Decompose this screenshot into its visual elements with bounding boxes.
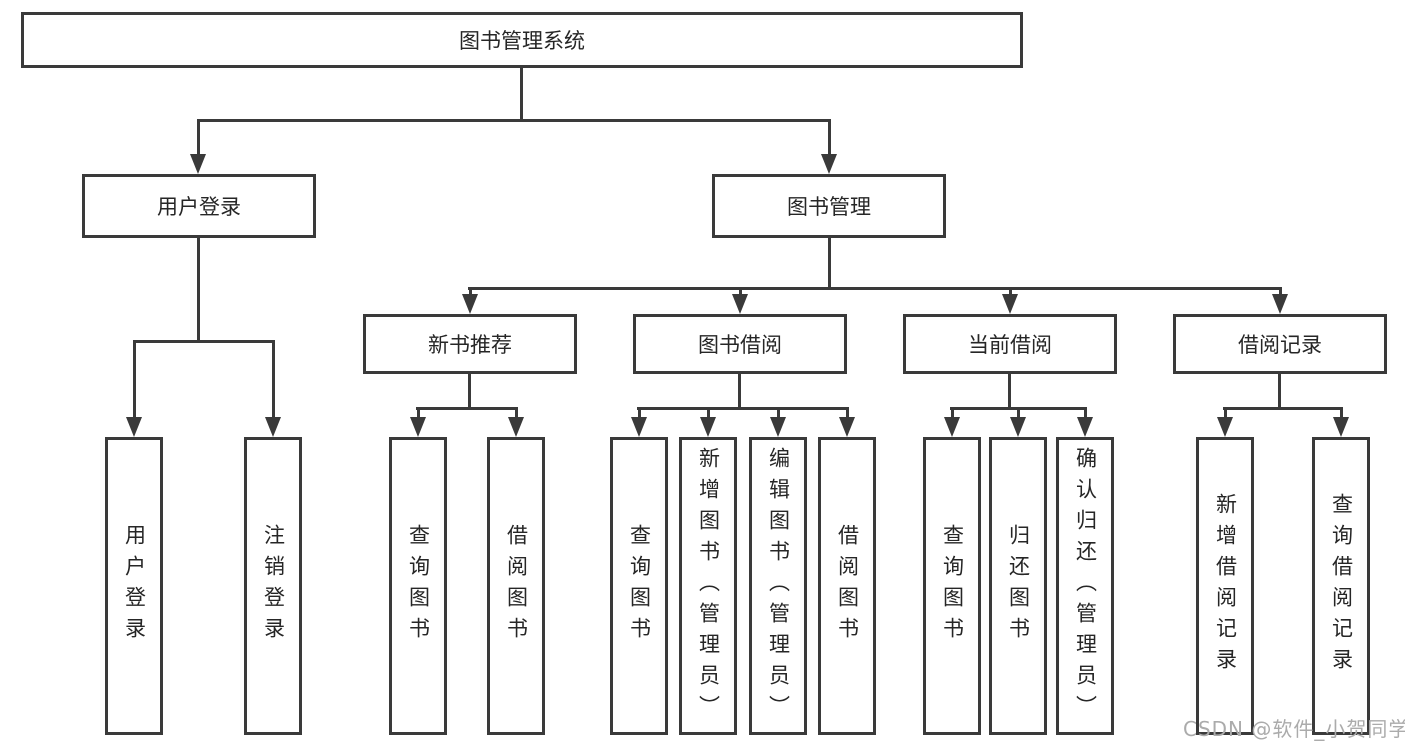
node-book-management-label: 图书管理 xyxy=(787,195,871,219)
arrowhead-icon xyxy=(631,417,647,437)
leaf-borrow-edit-books-admin: 编辑图书（管理员） xyxy=(749,437,807,735)
connector-line xyxy=(1340,407,1343,419)
arrowhead-icon xyxy=(462,294,478,314)
leaf-logout: 注销登录 xyxy=(244,437,302,735)
leaf-current-query-books: 查询图书 xyxy=(923,437,981,735)
node-user-login: 用户登录 xyxy=(82,174,316,238)
arrowhead-icon xyxy=(190,154,206,174)
connector-line xyxy=(1278,374,1281,409)
leaf-recommend-borrow-books-label: 借阅图书 xyxy=(504,524,529,648)
node-new-book-recommend: 新书推荐 xyxy=(363,314,577,374)
csdn-watermark: CSDN @软件_小贺同学 xyxy=(1183,717,1405,741)
node-current-borrow: 当前借阅 xyxy=(903,314,1117,374)
leaf-recommend-query-books-label: 查询图书 xyxy=(406,524,431,648)
arrowhead-icon xyxy=(944,417,960,437)
connector-line xyxy=(1279,287,1282,298)
connector-line xyxy=(951,407,954,419)
leaf-recommend-query-books: 查询图书 xyxy=(389,437,447,735)
connector-line xyxy=(1224,407,1227,419)
leaf-records-query-record: 查询借阅记录 xyxy=(1312,437,1370,735)
connector-line xyxy=(197,119,831,122)
leaf-current-return-books-label: 归还图书 xyxy=(1006,524,1031,648)
connector-line xyxy=(846,407,849,419)
arrowhead-icon xyxy=(1002,294,1018,314)
leaf-borrow-add-books-admin-label: 新增图书（管理员） xyxy=(696,446,721,726)
connector-line xyxy=(468,287,1282,290)
arrowhead-icon xyxy=(1217,417,1233,437)
arrowhead-icon xyxy=(1333,417,1349,437)
connector-line xyxy=(777,407,780,419)
leaf-current-return-books: 归还图书 xyxy=(989,437,1047,735)
node-current-borrow-label: 当前借阅 xyxy=(968,333,1052,357)
connector-line xyxy=(469,287,472,298)
arrowhead-icon xyxy=(1010,417,1026,437)
connector-line xyxy=(1084,407,1087,419)
leaf-current-confirm-return-admin: 确认归还（管理员） xyxy=(1056,437,1114,735)
arrowhead-icon xyxy=(821,154,837,174)
arrowhead-icon xyxy=(770,417,786,437)
connector-line xyxy=(133,340,136,419)
node-root-system: 图书管理系统 xyxy=(21,12,1023,68)
leaf-current-query-books-label: 查询图书 xyxy=(940,524,965,648)
connector-line xyxy=(828,238,831,289)
leaf-user-login-label: 用户登录 xyxy=(122,524,147,648)
leaf-borrow-borrow-books: 借阅图书 xyxy=(818,437,876,735)
leaf-borrow-edit-books-admin-label: 编辑图书（管理员） xyxy=(766,446,791,726)
connector-line xyxy=(738,374,741,409)
leaf-recommend-borrow-books: 借阅图书 xyxy=(487,437,545,735)
connector-line xyxy=(828,119,831,155)
connector-line xyxy=(515,407,518,419)
leaf-logout-label: 注销登录 xyxy=(261,524,286,648)
connector-line xyxy=(416,407,518,410)
connector-line xyxy=(133,340,275,343)
arrowhead-icon xyxy=(1272,294,1288,314)
leaf-records-query-record-label: 查询借阅记录 xyxy=(1329,493,1354,679)
connector-line xyxy=(1009,287,1012,298)
arrowhead-icon xyxy=(732,294,748,314)
leaf-records-add-record: 新增借阅记录 xyxy=(1196,437,1254,735)
node-borrow-records: 借阅记录 xyxy=(1173,314,1387,374)
arrowhead-icon xyxy=(700,417,716,437)
arrowhead-icon xyxy=(508,417,524,437)
connector-line xyxy=(417,407,420,419)
connector-line xyxy=(1008,374,1011,409)
leaf-current-confirm-return-admin-label: 确认归还（管理员） xyxy=(1073,446,1098,726)
connector-line xyxy=(638,407,641,419)
connector-line xyxy=(197,119,200,155)
arrowhead-icon xyxy=(839,417,855,437)
arrowhead-icon xyxy=(126,417,142,437)
node-book-borrow-label: 图书借阅 xyxy=(698,333,782,357)
arrowhead-icon xyxy=(265,417,281,437)
node-borrow-records-label: 借阅记录 xyxy=(1238,333,1322,357)
node-book-borrow: 图书借阅 xyxy=(633,314,847,374)
leaf-borrow-add-books-admin: 新增图书（管理员） xyxy=(679,437,737,735)
arrowhead-icon xyxy=(410,417,426,437)
leaf-borrow-query-books-label: 查询图书 xyxy=(627,524,652,648)
arrowhead-icon xyxy=(1077,417,1093,437)
leaf-records-add-record-label: 新增借阅记录 xyxy=(1213,493,1238,679)
leaf-borrow-borrow-books-label: 借阅图书 xyxy=(835,524,860,648)
connector-line xyxy=(272,340,275,419)
leaf-user-login: 用户登录 xyxy=(105,437,163,735)
connector-line xyxy=(1223,407,1343,410)
connector-line xyxy=(520,68,523,121)
node-new-book-recommend-label: 新书推荐 xyxy=(428,333,512,357)
connector-line xyxy=(637,407,849,410)
connector-line xyxy=(707,407,710,419)
connector-line xyxy=(1017,407,1020,419)
node-root-label: 图书管理系统 xyxy=(459,29,585,53)
connector-line xyxy=(197,238,200,342)
node-book-management: 图书管理 xyxy=(712,174,946,238)
leaf-borrow-query-books: 查询图书 xyxy=(610,437,668,735)
connector-line xyxy=(468,374,471,409)
connector-line xyxy=(739,287,742,298)
node-user-login-label: 用户登录 xyxy=(157,195,241,219)
